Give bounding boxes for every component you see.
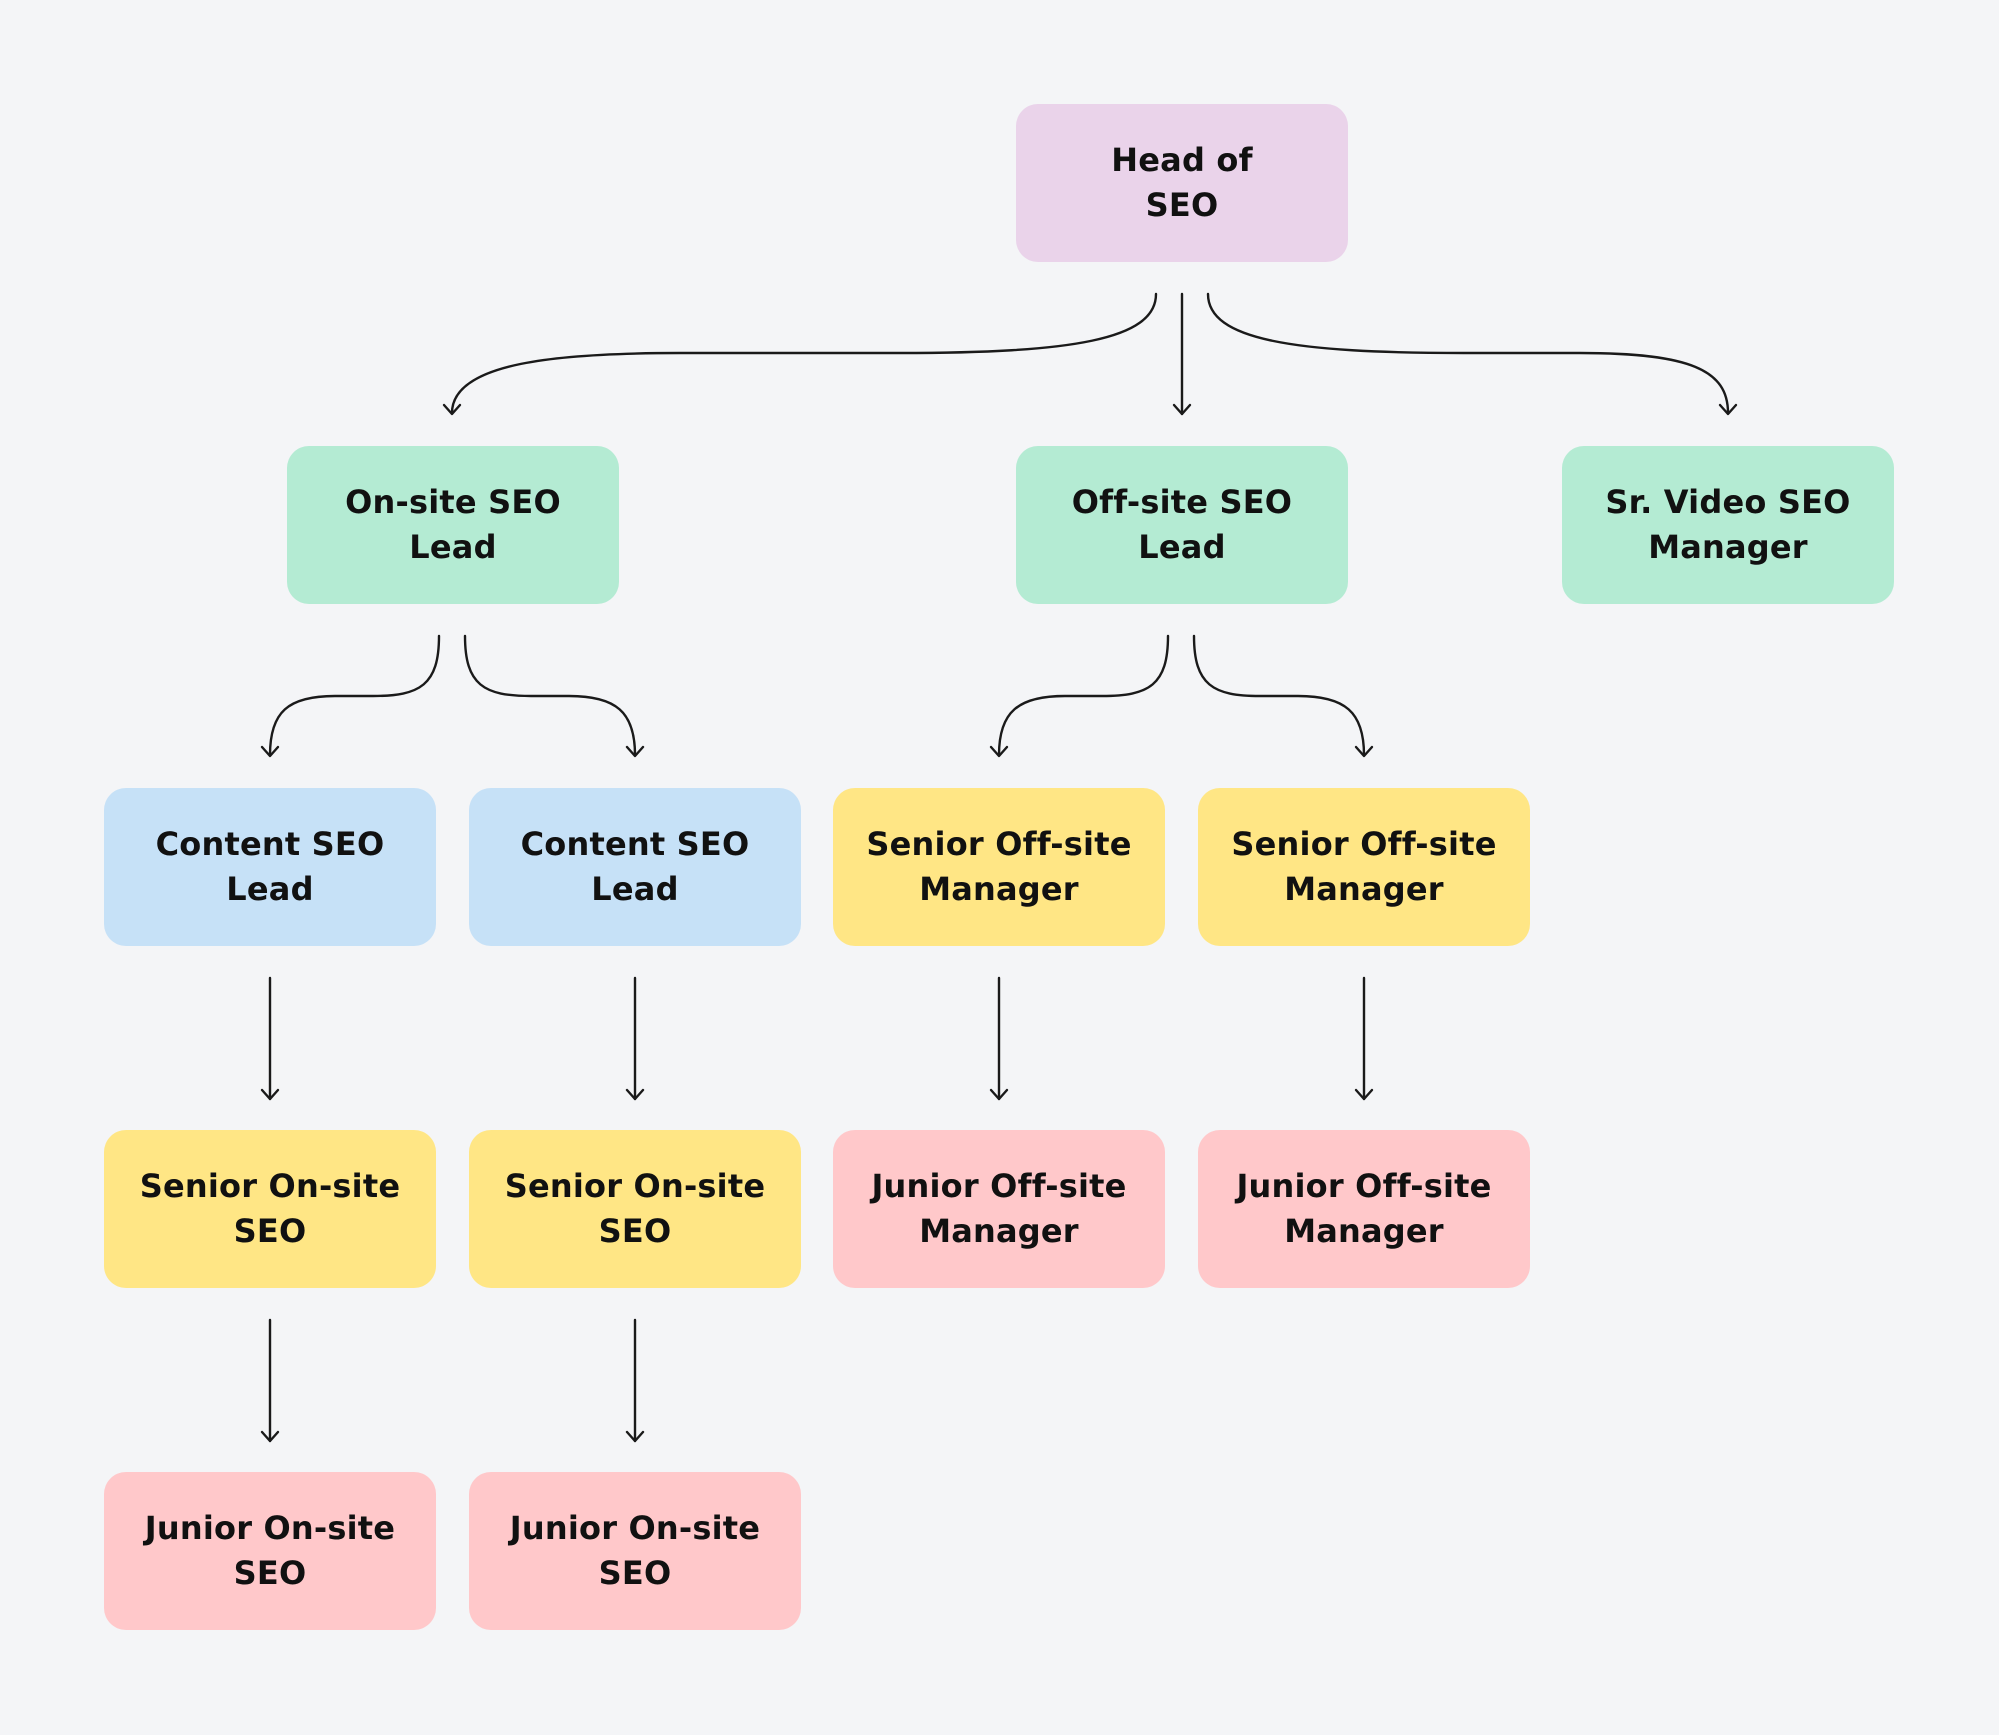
node-offsite-seo-lead: Off-site SEO Lead: [1016, 446, 1348, 604]
connector-onsite-to-content-lead-1: [268, 634, 441, 757]
node-label: Senior On-site SEO: [504, 1167, 766, 1250]
arrowhead-junior-onsite-2: [625, 1430, 645, 1443]
node-head-of-seo: Head of SEO: [1016, 104, 1348, 262]
node-onsite-seo-lead: On-site SEO Lead: [287, 446, 619, 604]
node-label: Junior On-site SEO: [509, 1509, 761, 1592]
arrowhead-junior-offsite-1: [989, 1088, 1009, 1101]
node-label: Junior Off-site Manager: [1236, 1167, 1492, 1250]
connector-offsite-to-senior-offsite-2: [1192, 634, 1366, 757]
node-junior-offsite-manager-2: Junior Off-site Manager: [1198, 1130, 1530, 1288]
connector-head-to-onsite-lead: [450, 292, 1158, 415]
connector-onsite-to-content-lead-2: [463, 634, 637, 757]
node-senior-offsite-manager-2: Senior Off-site Manager: [1198, 788, 1530, 946]
arrowhead-video-manager: [1718, 403, 1738, 416]
node-label: Content SEO Lead: [520, 825, 750, 908]
arrowhead-senior-offsite-1: [989, 745, 1009, 758]
arrowhead-senior-offsite-2: [1354, 745, 1374, 758]
node-junior-onsite-seo-2: Junior On-site SEO: [469, 1472, 801, 1630]
arrowhead-offsite-lead: [1172, 403, 1192, 416]
node-junior-offsite-manager-1: Junior Off-site Manager: [833, 1130, 1165, 1288]
node-label: Senior Off-site Manager: [1231, 825, 1497, 908]
node-label: On-site SEO Lead: [345, 483, 561, 566]
node-senior-offsite-manager-1: Senior Off-site Manager: [833, 788, 1165, 946]
node-content-seo-lead-1: Content SEO Lead: [104, 788, 436, 946]
node-label: Content SEO Lead: [155, 825, 385, 908]
node-sr-video-seo-manager: Sr. Video SEO Manager: [1562, 446, 1894, 604]
arrowhead-junior-onsite-1: [260, 1430, 280, 1443]
node-content-seo-lead-2: Content SEO Lead: [469, 788, 801, 946]
node-label: Head of SEO: [1111, 141, 1253, 224]
node-senior-onsite-seo-2: Senior On-site SEO: [469, 1130, 801, 1288]
node-junior-onsite-seo-1: Junior On-site SEO: [104, 1472, 436, 1630]
node-senior-onsite-seo-1: Senior On-site SEO: [104, 1130, 436, 1288]
connector-offsite-to-senior-offsite-1: [997, 634, 1170, 757]
arrowhead-junior-offsite-2: [1354, 1088, 1374, 1101]
node-label: Senior On-site SEO: [139, 1167, 401, 1250]
node-label: Off-site SEO Lead: [1071, 483, 1293, 566]
node-label: Junior Off-site Manager: [871, 1167, 1127, 1250]
arrowhead-senior-onsite-2: [625, 1088, 645, 1101]
connector-head-to-video-manager: [1206, 292, 1730, 415]
arrowhead-onsite-lead: [442, 403, 462, 416]
node-label: Senior Off-site Manager: [866, 825, 1132, 908]
node-label: Junior On-site SEO: [144, 1509, 396, 1592]
arrowhead-content-lead-2: [625, 745, 645, 758]
arrowhead-senior-onsite-1: [260, 1088, 280, 1101]
node-label: Sr. Video SEO Manager: [1605, 483, 1851, 566]
arrowhead-content-lead-1: [260, 745, 280, 758]
